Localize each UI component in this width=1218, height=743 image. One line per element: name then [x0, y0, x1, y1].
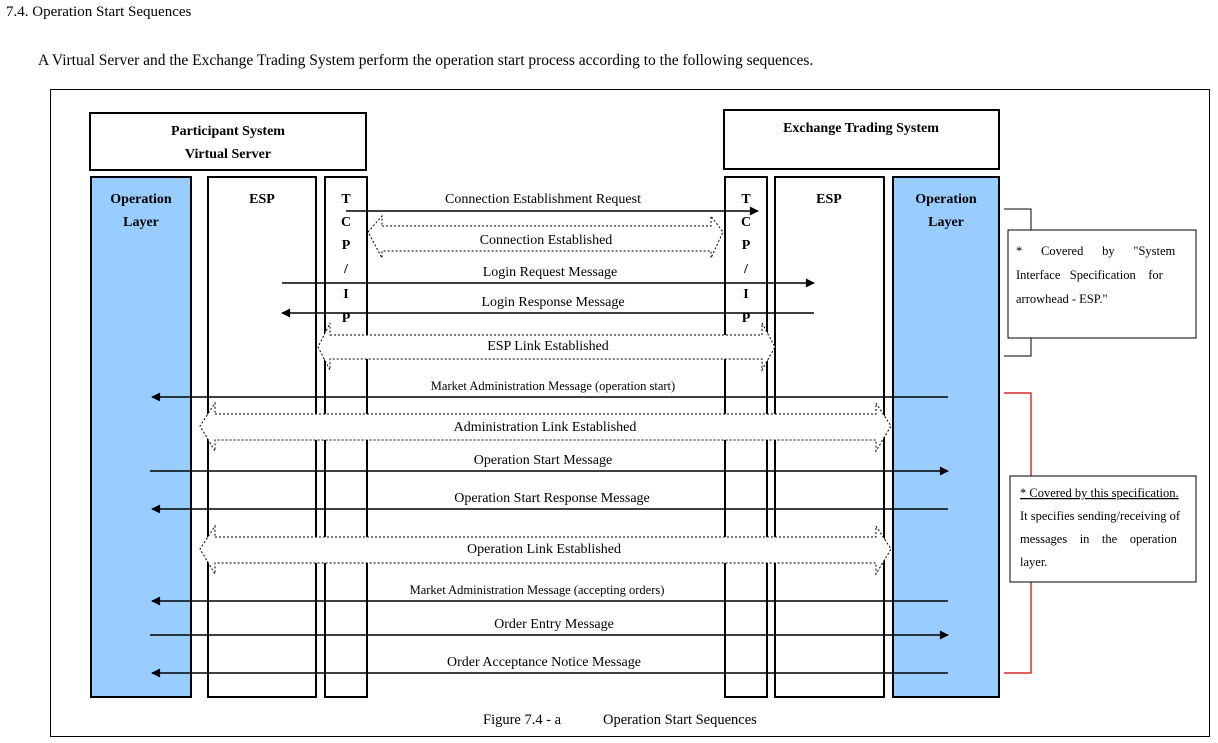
- message-label: Market Administration Message (operation…: [431, 379, 675, 393]
- right-esp-label: ESP: [816, 192, 842, 207]
- right-tcpip-letter: /: [743, 262, 749, 277]
- left-tcpip-letter: P: [342, 311, 351, 326]
- figure-caption-title: Operation Start Sequences: [603, 712, 757, 728]
- left-tcpip-letter: P: [342, 238, 351, 253]
- message-label: Operation Start Response Message: [454, 491, 650, 506]
- spec-note-box: [1009, 475, 1197, 583]
- right-tcpip-letter: P: [742, 238, 751, 253]
- spec-note-line: It specifies sending/receiving of: [1020, 509, 1181, 523]
- message-label: Order Entry Message: [494, 617, 614, 632]
- message-label: ESP Link Established: [487, 339, 609, 354]
- right-tcpip-letter: C: [741, 215, 751, 230]
- message-label: Operation Start Message: [474, 453, 612, 468]
- left-tcpip-letter: T: [341, 192, 351, 207]
- message-label: Login Response Message: [481, 295, 624, 310]
- left-operation-layer-label: Layer: [123, 215, 159, 230]
- participant-system-box: [89, 112, 367, 171]
- message-label: Connection Established: [480, 233, 613, 248]
- spec-note-line: * Covered by this specification.: [1020, 486, 1179, 500]
- left-esp-label: ESP: [249, 192, 275, 207]
- right-operation-layer-label: Operation: [915, 192, 977, 207]
- right-tcpip-letter: I: [743, 287, 748, 302]
- section-heading: 7.4. Operation Start Sequences: [6, 4, 192, 20]
- left-operation-layer-label: Operation: [110, 192, 172, 207]
- right-operation-layer-column: [892, 176, 1000, 698]
- spec-note-line: layer.: [1020, 555, 1047, 569]
- left-operation-layer-column: [90, 176, 192, 698]
- link-established-arrow: [199, 401, 892, 453]
- esp-note-line: Interface Specification for: [1016, 268, 1164, 282]
- esp-note-line: * Covered by "System: [1016, 244, 1176, 258]
- right-tcpip-letter: T: [741, 192, 751, 207]
- right-operation-layer-label: Layer: [928, 215, 964, 230]
- message-label: Connection Establishment Request: [445, 192, 641, 207]
- left-tcpip-letter: C: [341, 215, 351, 230]
- message-label: Order Acceptance Notice Message: [447, 655, 641, 670]
- right-tcpip-letter: P: [742, 311, 751, 326]
- message-label: Market Administration Message (accepting…: [410, 583, 665, 597]
- exchange-system-title: Exchange Trading System: [783, 121, 939, 136]
- figure-frame: [50, 89, 1210, 737]
- link-established-arrow: [199, 524, 892, 576]
- exchange-system-box: [723, 109, 1000, 170]
- message-label: Operation Link Established: [467, 542, 621, 557]
- spec-note-line: messages in the operation: [1020, 532, 1178, 546]
- link-established-arrow: [367, 214, 724, 259]
- link-established-arrow: [317, 322, 776, 372]
- participant-system-title: Participant System: [171, 124, 285, 139]
- figure-caption-label: Figure 7.4 - a: [483, 712, 562, 728]
- participant-system-subtitle: Virtual Server: [185, 147, 271, 162]
- intro-paragraph: A Virtual Server and the Exchange Tradin…: [38, 52, 814, 69]
- message-label: Administration Link Established: [454, 420, 637, 435]
- left-tcpip-letter: /: [343, 262, 349, 277]
- message-label: Login Request Message: [483, 265, 618, 280]
- left-tcpip-letter: I: [343, 287, 348, 302]
- esp-note-box: [1007, 229, 1197, 339]
- esp-note-line: arrowhead - ESP.": [1016, 292, 1108, 306]
